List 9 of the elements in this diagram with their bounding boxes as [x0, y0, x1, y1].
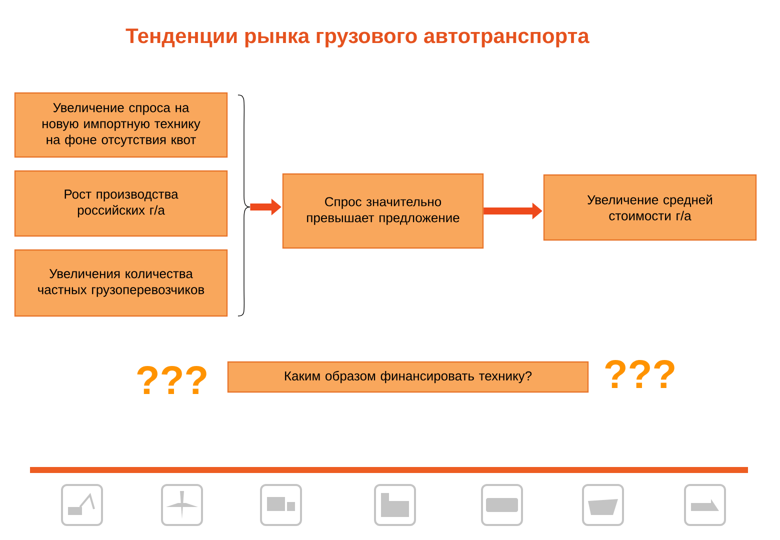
process-box: Увеличения количества частных грузоперевозчиков — [14, 249, 228, 317]
question-box: Каким образом финансировать технику? — [227, 361, 589, 393]
title: Тенденции рынка грузового автотранспорта — [126, 28, 590, 48]
process-box: Рост производства российских г/а — [14, 170, 228, 237]
process-box: Спрос значительно превышает предложение — [282, 173, 484, 249]
process-box: Увеличение средней стоимости г/а — [543, 174, 757, 241]
question-marks: ??? — [137, 366, 206, 394]
process-box: Увеличение спроса на новую импортную технику на фоне отсутствия квот — [14, 92, 228, 158]
brace — [238, 94, 250, 316]
